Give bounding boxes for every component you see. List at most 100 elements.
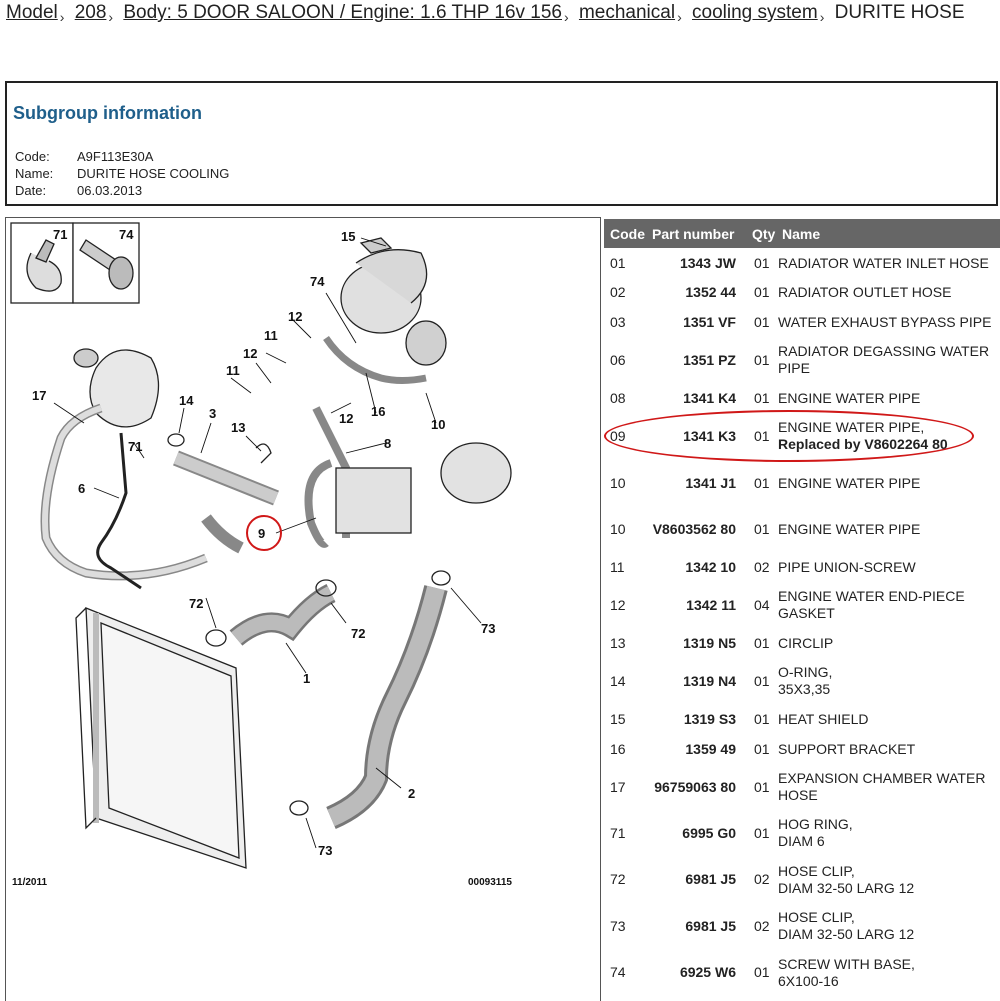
cell-name-text: ENGINE WATER PIPE bbox=[778, 474, 921, 491]
callout-17[interactable]: 17 bbox=[32, 388, 46, 403]
callout-72a[interactable]: 72 bbox=[189, 596, 203, 611]
callout-1[interactable]: 1 bbox=[303, 671, 310, 686]
parts-diagram[interactable]: 71 74 1 2 3 6 8 9 10 11 11 12 12 12 13 1… bbox=[5, 217, 601, 1001]
cell-qty-text: 01 bbox=[754, 710, 770, 727]
breadcrumb-separator: › bbox=[108, 9, 114, 25]
callout-10[interactable]: 10 bbox=[431, 417, 445, 432]
callout-9[interactable]: 9 bbox=[258, 526, 265, 541]
name-label: Name: bbox=[15, 166, 54, 181]
cell-name: WATER EXHAUST BYPASS PIPE bbox=[776, 307, 1000, 337]
cell-qty: 01 bbox=[746, 383, 776, 413]
cell-name-text: RADIATOR DEGASSING WATER PIPE bbox=[778, 343, 990, 376]
cell-code: 72 bbox=[604, 856, 646, 903]
callout-12b[interactable]: 12 bbox=[243, 346, 257, 361]
cell-part-number-text: 1352 44 bbox=[685, 284, 736, 300]
breadcrumb-cooling-system[interactable]: cooling system bbox=[692, 2, 818, 23]
cell-name: ENGINE WATER PIPE bbox=[776, 383, 1000, 413]
cell-code-text: 72 bbox=[610, 871, 626, 887]
col-header-name[interactable]: Name bbox=[776, 219, 1000, 248]
callout-3[interactable]: 3 bbox=[209, 406, 216, 421]
cell-part-number: 1359 49 bbox=[646, 734, 746, 764]
water-pump-icon bbox=[440, 442, 512, 504]
callout-6[interactable]: 6 bbox=[78, 481, 85, 496]
cell-qty: 04 bbox=[746, 582, 776, 628]
diagram-footer-date: 11/2011 bbox=[12, 877, 47, 888]
callout-12a[interactable]: 12 bbox=[288, 309, 302, 324]
pipe-9 bbox=[304, 459, 333, 548]
cell-name-text: SUPPORT BRACKET bbox=[778, 740, 916, 757]
callout-72b[interactable]: 72 bbox=[351, 626, 365, 641]
heat-shield-15 bbox=[359, 237, 393, 254]
cell-name: RADIATOR WATER INLET HOSE bbox=[776, 248, 1000, 278]
breadcrumb-mechanical[interactable]: mechanical bbox=[578, 2, 676, 23]
callout-73b[interactable]: 73 bbox=[318, 843, 332, 858]
callout-8[interactable]: 8 bbox=[384, 436, 391, 451]
cell-qty: 01 bbox=[746, 459, 776, 507]
subgroup-title: Subgroup information bbox=[13, 103, 202, 123]
callout-74[interactable]: 74 bbox=[310, 274, 325, 289]
cell-name-text: HEAT SHIELD bbox=[778, 710, 869, 727]
subgroup-info-panel: Subgroup information Code:A9F113E30A Nam… bbox=[5, 81, 998, 206]
breadcrumb-separator: › bbox=[564, 9, 569, 25]
callout-13[interactable]: 13 bbox=[231, 420, 245, 435]
cell-name-text: HOSE CLIP, bbox=[778, 909, 855, 925]
cell-part-number-text: 96759063 80 bbox=[654, 778, 736, 795]
cell-code: 06 bbox=[604, 337, 646, 383]
o-ring-14 bbox=[167, 433, 185, 447]
cell-part-number-text: 1319 N5 bbox=[683, 634, 736, 651]
subgroup-date-row: Date:06.03.2013 bbox=[15, 183, 142, 198]
cell-qty-text: 01 bbox=[754, 284, 770, 300]
callout-71[interactable]: 71 bbox=[128, 439, 142, 454]
cell-part-number: 1351 PZ bbox=[646, 337, 746, 383]
breadcrumb-model[interactable]: Model bbox=[6, 2, 58, 23]
clip-73-top bbox=[431, 570, 451, 586]
col-header-part-number[interactable]: Part number bbox=[646, 219, 746, 248]
cell-part-number: 1319 S3 bbox=[646, 704, 746, 734]
cell-qty: 01 bbox=[746, 949, 776, 996]
cell-code-text: 10 bbox=[610, 474, 626, 491]
col-header-code[interactable]: Code bbox=[604, 219, 646, 248]
breadcrumb-body-engine[interactable]: Body: 5 DOOR SALOON / Engine: 1.6 THP 16… bbox=[123, 2, 562, 23]
cell-part-number-text: V8603562 80 bbox=[652, 521, 736, 537]
thermostat-housing-icon bbox=[335, 467, 412, 534]
callout-73a[interactable]: 73 bbox=[481, 621, 495, 636]
callout-11b[interactable]: 11 bbox=[226, 363, 240, 378]
cell-part-number-text: 1341 J1 bbox=[685, 474, 736, 491]
cell-code: 15 bbox=[604, 704, 646, 734]
cell-part-number: 1341 K4 bbox=[646, 383, 746, 413]
callout-11a[interactable]: 11 bbox=[264, 328, 278, 343]
cell-qty-text: 01 bbox=[754, 824, 770, 841]
callout-16[interactable]: 16 bbox=[371, 404, 385, 419]
cell-name: SUPPORT BRACKET bbox=[776, 734, 1000, 764]
callout-2[interactable]: 2 bbox=[408, 786, 415, 801]
cell-code-text: 71 bbox=[610, 824, 626, 841]
breadcrumb-208[interactable]: 208 bbox=[74, 2, 107, 23]
cell-name: ENGINE WATER PIPE bbox=[776, 507, 1000, 552]
callout-14[interactable]: 14 bbox=[179, 393, 194, 408]
cell-qty-text: 01 bbox=[754, 313, 770, 330]
callout-15[interactable]: 15 bbox=[341, 229, 355, 244]
callout-12c[interactable]: 12 bbox=[339, 411, 353, 426]
col-header-qty[interactable]: Qty bbox=[746, 219, 776, 248]
cell-qty-text: 01 bbox=[754, 740, 770, 757]
cell-name-text: WATER EXHAUST BYPASS PIPE bbox=[778, 313, 992, 330]
